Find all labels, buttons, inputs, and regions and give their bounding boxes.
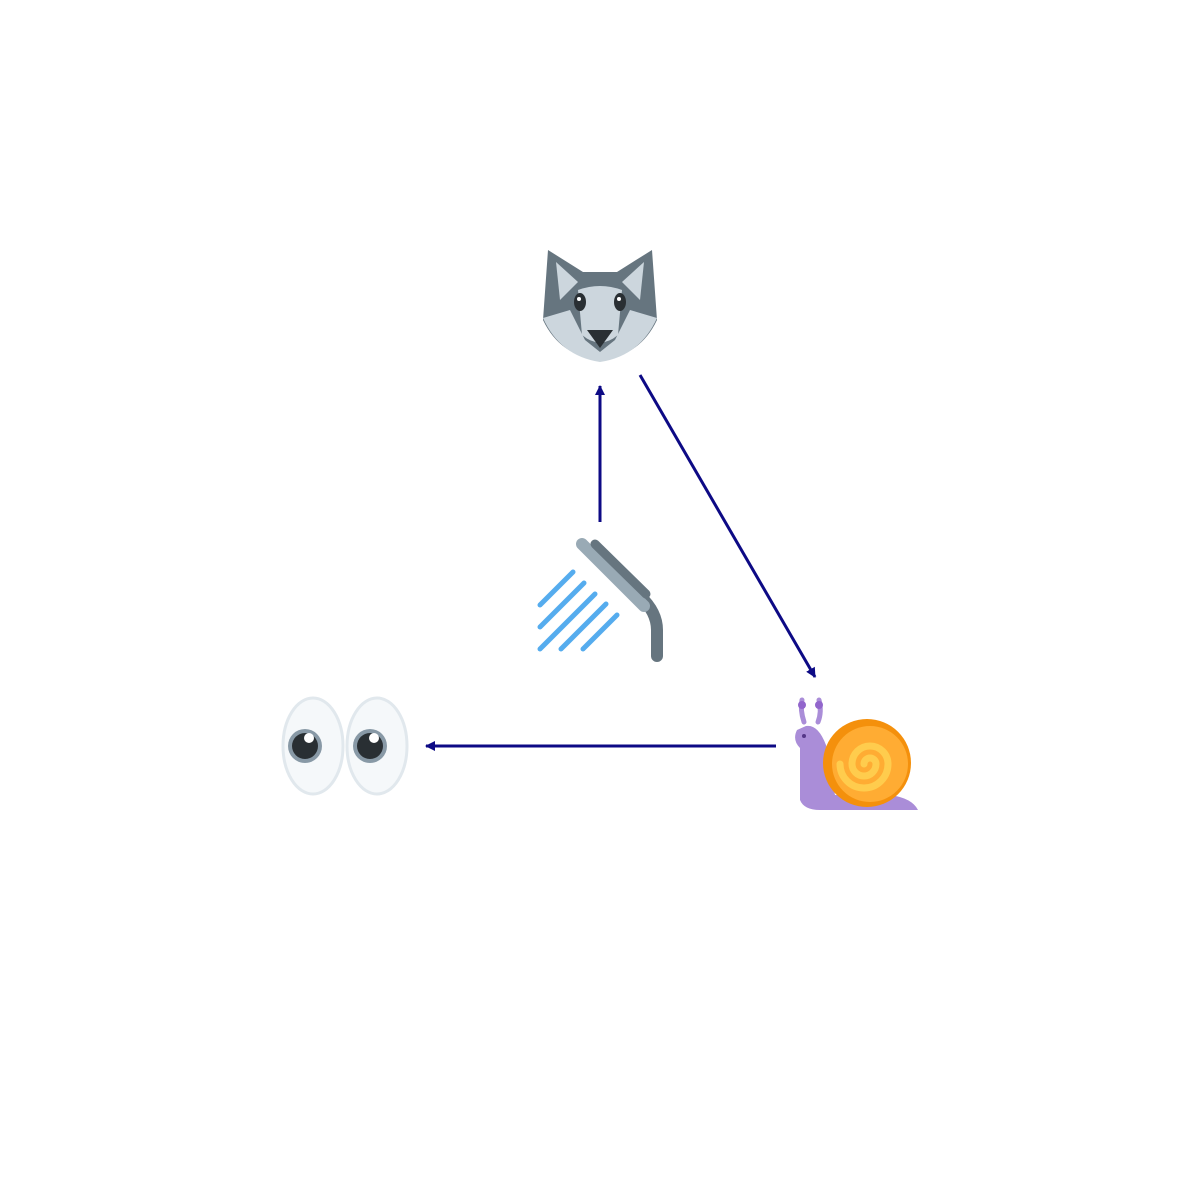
wolf-face-icon <box>543 250 657 362</box>
snail-icon <box>795 697 918 810</box>
shower-icon <box>537 538 663 662</box>
eyes-icon <box>281 696 409 796</box>
edges <box>425 374 817 751</box>
edge-wolf-to-snail <box>638 374 817 678</box>
